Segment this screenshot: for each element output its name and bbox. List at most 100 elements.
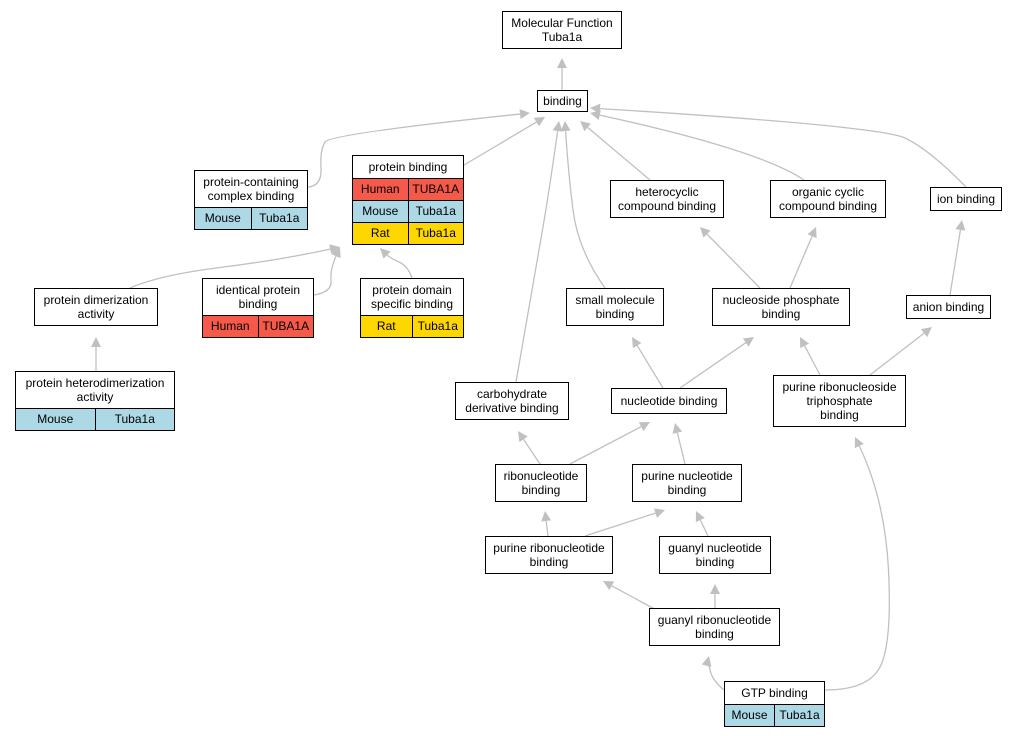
arrowhead [91,337,101,347]
go-term-binding[interactable]: binding [537,90,588,112]
go-term-purine-nucleotide-binding[interactable]: purine nucleotide binding [632,464,742,502]
edge-nucleoside-phosphate-binding-to-organic-cyclic-compound-binding [789,227,817,289]
go-term-guanyl-ribonucleotide-binding[interactable]: guanyl ribonucleotide binding [649,608,780,646]
edge-line [636,345,664,389]
edge-identical-protein-binding-to-protein-binding [313,247,341,296]
go-term-ribonucleotide-binding[interactable]: ribonucleotide binding [495,464,587,502]
arrowhead [580,121,591,132]
go-term-ion-binding[interactable]: ion binding [930,187,1002,211]
arrowhead [541,511,552,522]
arrowhead [560,121,571,132]
edge-ribonucleotide-binding-to-nucleotide-binding [569,422,650,465]
arrowhead [590,103,601,114]
arrowhead [632,337,642,349]
go-term-label: organic cyclic compound binding [778,185,878,213]
edge-guanyl-ribonucleotide-binding-to-guanyl-nucleotide-binding [710,584,720,608]
edge-line [949,229,962,296]
go-term-root[interactable]: Molecular Function Tuba1a [502,11,622,49]
edge-line [705,662,725,691]
arrowhead [552,121,563,132]
gene-cell: Tuba1a [411,316,463,337]
edge-gtp-binding-to-purine-ribonucleoside-triphosphate-binding [824,437,890,691]
go-term-purine-ribonucleoside-triphosphate-binding[interactable]: purine ribonucleoside triphosphate bindi… [773,375,906,427]
edge-purine-ribonucleotide-binding-to-ribonucleotide-binding [541,511,552,537]
edge-nucleotide-binding-to-small-molecule-binding [632,337,664,389]
arrowhead [672,423,683,434]
go-term-label: nucleoside phosphate binding [722,293,840,321]
edge-nucleotide-binding-to-nucleoside-phosphate-binding [679,337,754,389]
arrowhead [557,58,567,68]
edge-protein-domain-specific-binding-to-protein-binding [380,248,413,279]
go-term-guanyl-nucleotide-binding[interactable]: guanyl nucleotide binding [659,536,771,574]
go-term-heterocyclic-compound-binding[interactable]: heterocyclic compound binding [610,180,724,218]
edge-purine-ribonucleotide-binding-to-purine-nucleotide-binding [584,508,665,537]
edge-protein-dimerization-activity-to-protein-binding [129,244,340,289]
go-term-label: Molecular Function Tuba1a [511,16,613,44]
go-term-label: protein-containing complex binding [203,175,299,203]
edge-line [824,445,890,691]
species-cell: Rat [361,316,412,337]
edge-purine-ribonucleoside-triphosphate-binding-to-anion-binding [869,327,932,376]
arrowhead [807,227,817,239]
go-term-label: purine ribonucleoside triphosphate bindi… [782,380,897,422]
go-term-anion-binding[interactable]: anion binding [906,295,991,319]
go-term-protein-dimerization-activity[interactable]: protein dimerization activity [34,288,158,326]
go-term-nucleotide-binding[interactable]: nucleotide binding [611,388,727,414]
go-term-nucleoside-phosphate-binding[interactable]: nucleoside phosphate binding [712,288,850,326]
go-term-label: nucleotide binding [620,394,718,408]
edge-line [789,235,813,289]
gene-cell: Tuba1a [407,201,463,222]
arrowhead [700,227,711,238]
species-cell: Mouse [353,201,408,222]
gene-cell: Tuba1a [250,208,307,229]
arrowhead [380,248,391,259]
edge-guanyl-ribonucleotide-binding-to-purine-ribonucleotide-binding [603,581,661,613]
arrowhead [701,656,712,667]
edge-line [599,107,967,188]
edge-line [313,255,337,296]
go-term-label: protein heterodimerization activity [25,376,165,404]
go-term-carbohydrate-derivative-binding[interactable]: carbohydrate derivative binding [455,382,569,420]
edge-line [584,512,656,537]
go-term-purine-ribonucleotide-binding[interactable]: purine ribonucleotide binding [485,536,613,574]
gene-cell: Tuba1a [774,705,824,726]
edge-line [386,254,413,279]
arrowhead [533,117,545,127]
edge-line [129,248,331,289]
arrowhead [955,220,966,231]
species-cell: Mouse [195,208,251,229]
edge-binding-to-root [557,58,567,90]
species-cell: Human [203,316,258,337]
edge-line [307,113,521,188]
go-term-small-molecule-binding[interactable]: small molecule binding [566,288,664,326]
gene-cell: TUBA1A [407,179,463,200]
arrowhead [331,247,341,259]
go-term-label: purine nucleotide binding [641,469,733,497]
go-term-label: guanyl nucleotide binding [668,541,762,569]
edge-line [676,432,686,465]
edge-heterocyclic-compound-binding-to-binding [580,121,651,181]
arrowhead [742,337,754,347]
go-term-label: guanyl ribonucleotide binding [657,613,772,641]
go-term-label: protein dimerization activity [43,293,149,321]
go-term-organic-cyclic-compound-binding[interactable]: organic cyclic compound binding [770,180,886,218]
edge-ribonucleotide-binding-to-carbohydrate-derivative-binding [518,431,541,465]
edge-line [679,342,747,389]
edge-line [545,520,549,537]
edge-ion-binding-to-binding [590,103,967,188]
edge-line [869,332,925,376]
go-term-label: small molecule binding [575,293,655,321]
species-cell: Rat [353,223,408,244]
arrowhead [638,422,650,432]
arrowhead [603,581,615,591]
edge-purine-nucleotide-binding-to-nucleotide-binding [672,423,686,465]
arrowhead [854,437,864,449]
go-term-label: binding [543,94,582,108]
